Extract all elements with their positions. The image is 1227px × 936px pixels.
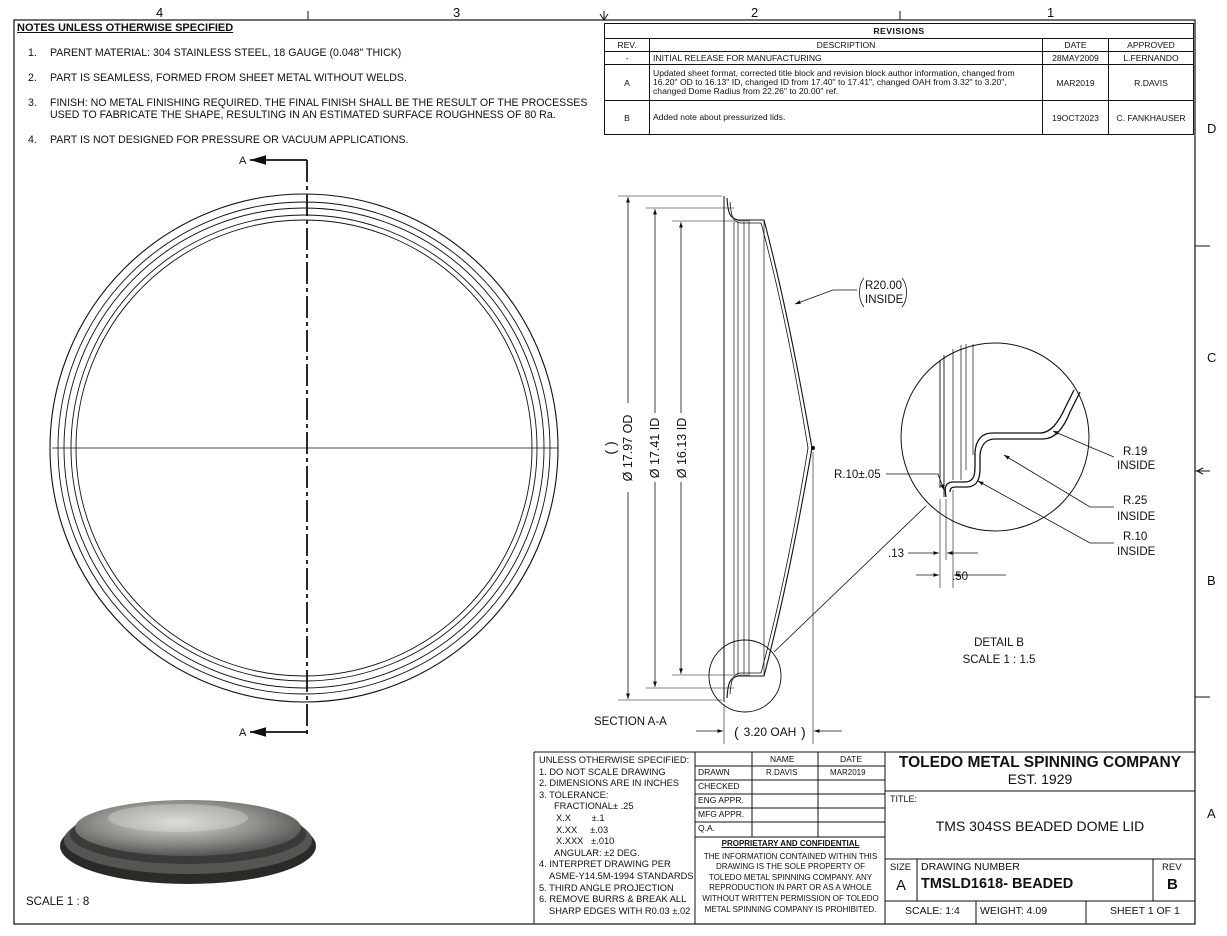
note-item: 4.PART IS NOT DESIGNED FOR PRESSURE OR V…: [28, 134, 409, 146]
zone-4: 4: [156, 5, 163, 20]
general-notes: NOTES UNLESS OTHERWISE SPECIFIED 1.PAREN…: [17, 22, 602, 159]
note-item: 3.FINISH: NO METAL FINISHING REQUIRED. T…: [28, 97, 588, 121]
size-label: SIZE: [890, 862, 912, 873]
zone-a: A: [1207, 806, 1216, 821]
zone-1: 1: [1047, 5, 1054, 20]
section-marker-bottom: A: [239, 727, 247, 739]
isometric-view: [60, 800, 316, 884]
detail-labels: R.19 INSIDE R.25 INSIDE R.10 INSIDE R.10…: [834, 446, 1156, 666]
rev-header: REV.: [604, 38, 650, 52]
section-dimensions: Ø 17.97 OD ( ) Ø 17.41 ID Ø 16.13 ID R20…: [594, 280, 904, 740]
detail-scale: SCALE 1 : 1.5: [963, 654, 1036, 666]
dim-oah-paren-open: (: [734, 724, 739, 740]
front-view: [49, 155, 559, 737]
sheet-number: SHEET 1 OF 1: [1110, 905, 1180, 917]
note-item: 2.PART IS SEAMLESS, FORMED FROM SHEET ME…: [28, 72, 407, 84]
title-label: TITLE:: [890, 794, 918, 804]
detail-r19: R.19: [1123, 446, 1147, 458]
dim-od-paren: ( ): [602, 441, 618, 454]
rev-header: APPROVED: [1108, 38, 1194, 52]
drawing-number-label: DRAWING NUMBER: [921, 861, 1020, 873]
company-est: EST. 1929: [1007, 771, 1073, 787]
revisions-title: REVISIONS: [604, 23, 1194, 39]
front-view-scale: SCALE 1 : 8: [26, 896, 89, 908]
dim-id-inner: Ø 16.13 ID: [675, 418, 689, 478]
section-label: SECTION A-A: [594, 716, 667, 728]
revisions-table: REVISIONS REV. DESCRIPTION DATE APPROVED…: [604, 23, 1194, 135]
detail-dim-13: .13: [888, 548, 904, 560]
detail-view: [773, 342, 1115, 653]
section-marker-top: A: [239, 155, 247, 167]
table-row: A Updated sheet format, corrected title …: [604, 64, 1194, 101]
notes-title: NOTES UNLESS OTHERWISE SPECIFIED: [17, 22, 234, 34]
zone-2: 2: [751, 5, 758, 20]
detail-r19-inside: INSIDE: [1117, 460, 1156, 472]
detail-title: DETAIL B: [974, 637, 1024, 649]
tolerance-block: UNLESS OTHERWISE SPECIFIED: 1. DO NOT SC…: [539, 755, 694, 916]
detail-r25: R.25: [1123, 495, 1147, 507]
rev-label: REV: [1162, 862, 1182, 873]
rev-header: DESCRIPTION: [649, 38, 1043, 52]
rev-value: B: [1167, 876, 1178, 893]
dim-id-outer: Ø 17.41 ID: [648, 418, 662, 478]
detail-r10-inside: INSIDE: [1117, 546, 1156, 558]
section-view: [618, 195, 907, 744]
zone-labels: 4 3 2 1 D C B A: [156, 5, 1216, 821]
notes-list: 1.PARENT MATERIAL: 304 STAINLESS STEEL, …: [17, 47, 602, 146]
weight: WEIGHT: 4.09: [980, 905, 1048, 917]
detail-r10-tolerance: R.10±.05: [834, 469, 881, 481]
dim-oah: 3.20 OAH: [744, 725, 797, 739]
zone-c: C: [1207, 350, 1216, 365]
detail-r10: R.10: [1123, 531, 1147, 543]
detail-dim-50: .50: [952, 571, 968, 583]
dim-radius: R20.00: [865, 280, 902, 292]
rev-header: DATE: [1042, 38, 1109, 52]
company-name: TOLEDO METAL SPINNING COMPANY: [898, 754, 1182, 771]
table-row: - INITIAL RELEASE FOR MANUFACTURING 28MA…: [604, 51, 1194, 65]
dim-oah-paren-close: ): [801, 724, 806, 740]
table-row: B Added note about pressurized lids. 19O…: [604, 100, 1194, 135]
title-block-frame: [533, 751, 1195, 924]
drawing-title: TMS 304SS BEADED DOME LID: [935, 818, 1145, 834]
sheet-scale: SCALE: 1:4: [905, 905, 960, 917]
sheet-border: [13, 11, 1210, 925]
note-item: 1.PARENT MATERIAL: 304 STAINLESS STEEL, …: [28, 47, 402, 59]
zone-b: B: [1207, 573, 1216, 588]
zone-d: D: [1207, 121, 1216, 136]
dim-od: Ø 17.97 OD: [621, 415, 635, 482]
detail-r25-inside: INSIDE: [1117, 511, 1156, 523]
drawing-number: TMSLD1618- BEADED: [921, 876, 1074, 892]
dim-radius-inside: INSIDE: [865, 294, 904, 306]
zone-3: 3: [453, 5, 460, 20]
proprietary-notice: PROPRIETARY AND CONFIDENTIAL THE INFORMA…: [702, 839, 879, 914]
size-value: A: [896, 877, 907, 894]
